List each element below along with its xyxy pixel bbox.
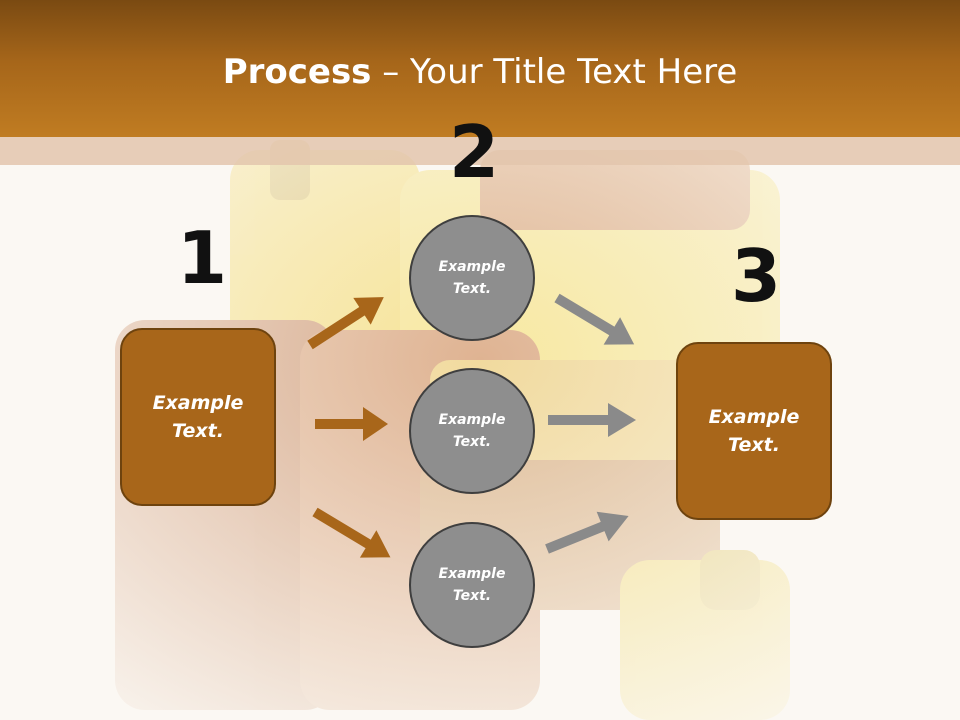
circle-top-line2: Text. [452, 281, 492, 297]
step-3-text-line2: Text. [728, 434, 780, 456]
arrow-to-circle-middle [315, 407, 388, 441]
circle-middle[interactable]: Example Text. [409, 368, 535, 494]
arrow-from-circle-top [554, 293, 635, 345]
title-bar [0, 0, 960, 137]
step-3-box[interactable]: Example Text. [676, 342, 832, 520]
step-1-text-line1: Example [152, 391, 244, 414]
circle-bottom-line2: Text. [452, 588, 492, 604]
circle-top-line1: Example [438, 258, 506, 275]
step-1-text-line2: Text. [172, 420, 224, 442]
title-band [0, 137, 960, 165]
step-number-2: 2 [449, 110, 500, 194]
step-number-1: 1 [177, 216, 228, 300]
step-3-text-line1: Example [708, 405, 800, 428]
arrow-to-circle-top [307, 297, 384, 350]
title-rest: – Your Title Text Here [371, 52, 738, 92]
arrow-from-circle-bottom [545, 511, 629, 554]
circle-bottom-line1: Example [438, 565, 506, 582]
arrow-from-circle-middle [548, 403, 636, 437]
circle-bottom[interactable]: Example Text. [409, 522, 535, 648]
arrow-to-circle-bottom [312, 507, 391, 558]
title-bold: Process [222, 52, 372, 92]
page-title: Process – Your Title Text Here [0, 52, 960, 92]
circle-middle-line2: Text. [452, 434, 492, 450]
step-1-box[interactable]: Example Text. [120, 328, 276, 506]
circle-middle-line1: Example [438, 411, 506, 428]
step-number-3: 3 [731, 234, 782, 318]
circle-top[interactable]: Example Text. [409, 215, 535, 341]
